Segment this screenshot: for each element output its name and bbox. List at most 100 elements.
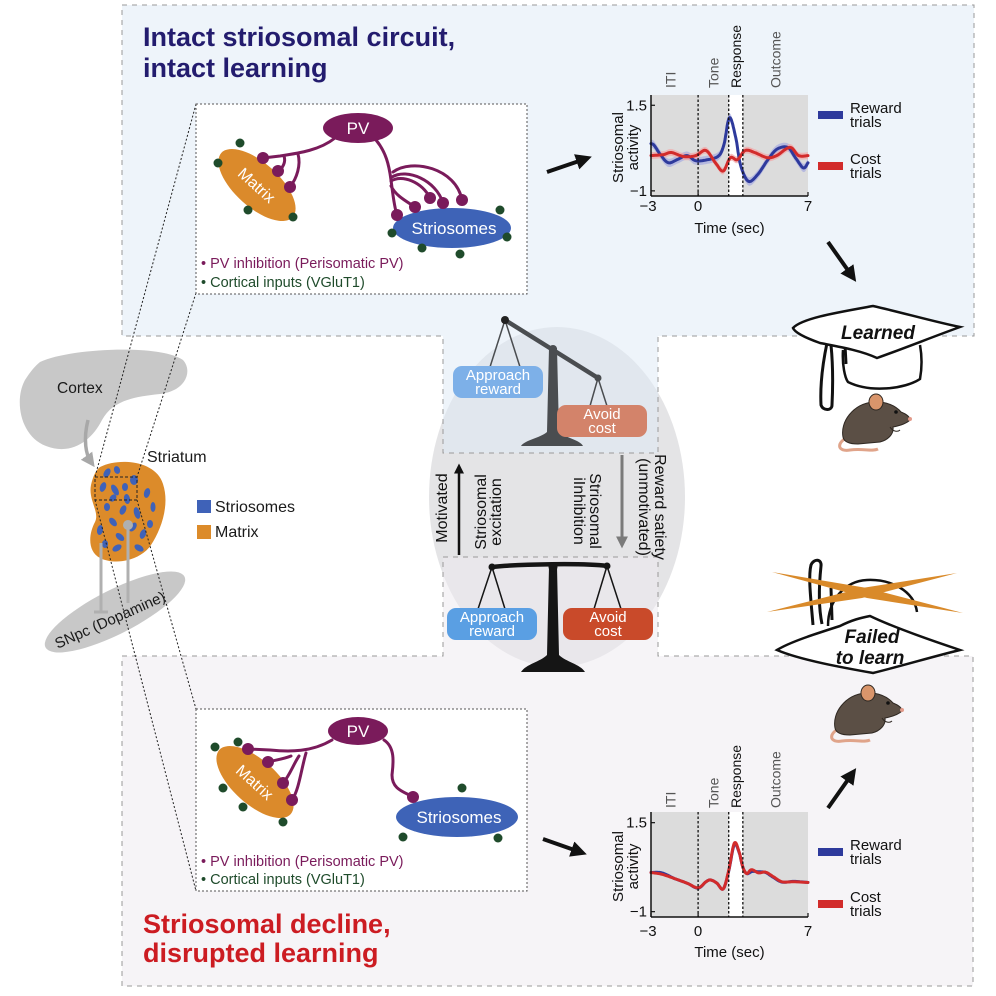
top-panel-title: Intact striosomal circuit, intact learni… (143, 22, 455, 83)
striatum-zoom-box (94, 476, 138, 501)
legend-label-line: trials (850, 851, 882, 868)
epoch-shading-iti (651, 95, 699, 196)
dopamine-projections (94, 520, 133, 614)
epoch-label: Outcome (767, 751, 783, 808)
cap-board (791, 304, 965, 360)
pv-node (323, 113, 393, 143)
pan-right-line2: cost (588, 420, 616, 437)
x-axis-label: Time (sec) (694, 944, 764, 961)
legend-label-line: trials (850, 165, 882, 182)
cortical-input-terminals (210, 737, 503, 843)
epoch-shading-outcome (742, 812, 808, 917)
graduation-cap-failed: Failed to learn (767, 558, 965, 675)
pan-avoid-cost (557, 405, 647, 437)
striosomal-inhibition-line2: iInhibition (570, 477, 587, 545)
x-tick-label: 7 (804, 923, 812, 940)
epoch-label: Tone (705, 57, 721, 88)
arrow-chart-to-learned (826, 240, 857, 282)
pan-right-line2: cost (594, 623, 622, 640)
pan-left-line1: Approach (460, 609, 524, 626)
epoch-label: Tone (705, 777, 721, 808)
legend-label-line: Reward (850, 100, 902, 117)
pv-node (328, 717, 388, 745)
legend-swatch-cost (818, 162, 843, 170)
y-tick-label: −1 (630, 183, 647, 200)
epoch-shading-tone (698, 812, 729, 917)
failed-label-line1: Failed (845, 627, 900, 648)
beam-pivot (548, 562, 558, 572)
pan-approach-reward (447, 608, 537, 640)
pv-terminals (257, 152, 468, 221)
scale-strings (489, 319, 608, 407)
y-axis-label-line: activity (625, 124, 642, 170)
top-title-line2: intact learning (143, 53, 328, 83)
striosomes-swatch (197, 500, 211, 513)
balance-balanced-bottom: Approach reward Avoid cost (447, 561, 653, 672)
cortical-input-terminals (213, 138, 512, 259)
beam-knob (594, 374, 602, 382)
balance-transitions: Motivated Striosomal excitation Striosom… (434, 454, 668, 560)
matrix-swatch (197, 525, 211, 539)
y-axis-label-line: activity (625, 843, 642, 889)
x-tick-label: 0 (694, 198, 702, 215)
y-axis-label-line: Striosomal (610, 831, 627, 902)
x-tick-label: −3 (639, 923, 656, 940)
legend-swatch-cost (818, 900, 843, 908)
cross-out-stroke (767, 573, 957, 612)
pan-left-line2: reward (469, 623, 515, 640)
cortex-label: Cortex (57, 380, 103, 397)
cap-tassel (819, 342, 835, 411)
epoch-label: Response (728, 25, 744, 88)
legend-label-line: trials (850, 903, 882, 920)
matrix-node (218, 148, 296, 222)
legend-label-line: Cost (850, 889, 882, 906)
beam-knob (603, 562, 611, 570)
striosomes-node (393, 208, 511, 248)
legend-cortical-inputs: • Cortical inputs (VGluT1) (201, 275, 365, 291)
pv-terminals (242, 743, 419, 806)
scale-strings (477, 565, 622, 610)
legend-matrix-label: Matrix (215, 524, 259, 541)
legend-label-line: Reward (850, 837, 902, 854)
bottom-title-line1: Striosomal decline, (143, 909, 391, 939)
scale-stand (521, 567, 585, 672)
cap-skirt (841, 344, 923, 390)
legend-swatch-reward (818, 111, 843, 119)
cap-board (774, 614, 965, 675)
balance-unbalanced-top: Approach reward Avoid cost (453, 316, 647, 446)
legend-swatch-reward (818, 848, 843, 856)
beam-knob (488, 563, 496, 571)
striosome-patches (96, 466, 156, 552)
anatomy-schematic: Cortex SNpc (Dopamine) (19, 103, 295, 892)
cap-tassel-cord (829, 587, 834, 621)
motivated-label: Motivated (434, 473, 451, 542)
x-tick-label: −3 (639, 198, 656, 215)
y-axis-label-line: Striosomal (610, 112, 627, 183)
pan-avoid-cost (563, 608, 653, 640)
top-title-line1: Intact striosomal circuit, (143, 22, 455, 52)
epoch-label: Outcome (767, 31, 783, 88)
striosomes-label: Striosomes (411, 219, 496, 238)
y-tick-label: 1.5 (626, 815, 647, 832)
epoch-shading-iti (651, 812, 699, 917)
circuit-diagram-intact: Matrix Striosomes PV • PV inhibition (Pe… (195, 103, 528, 295)
legend-pv-inhibition: • PV inhibition (Perisomatic PV) (201, 256, 404, 272)
matrix-node (216, 745, 294, 819)
striatum-label: Striatum (147, 449, 207, 466)
epoch-label: ITI (663, 72, 679, 88)
cortex-to-striatum-arrow (80, 419, 95, 468)
failed-label-line2: to learn (836, 648, 905, 669)
striosomal-inhibition-line1: Striosomal (586, 473, 603, 549)
pan-right-line1: Avoid (589, 609, 626, 626)
y-tick-label: −1 (630, 904, 647, 921)
scale-stand (521, 348, 583, 446)
pan-right-line1: Avoid (583, 406, 620, 423)
bottom-panel-title: Striosomal decline, disrupted learning (143, 909, 391, 968)
striatum-shape (90, 461, 166, 562)
beam-pivot (549, 345, 557, 353)
pv-label: PV (347, 119, 370, 138)
striosomes-label: Striosomes (416, 808, 501, 827)
pv-label: PV (347, 722, 370, 741)
circuit-diagram-decline: Matrix Striosomes PV • PV inhibition (Pe… (195, 708, 528, 892)
